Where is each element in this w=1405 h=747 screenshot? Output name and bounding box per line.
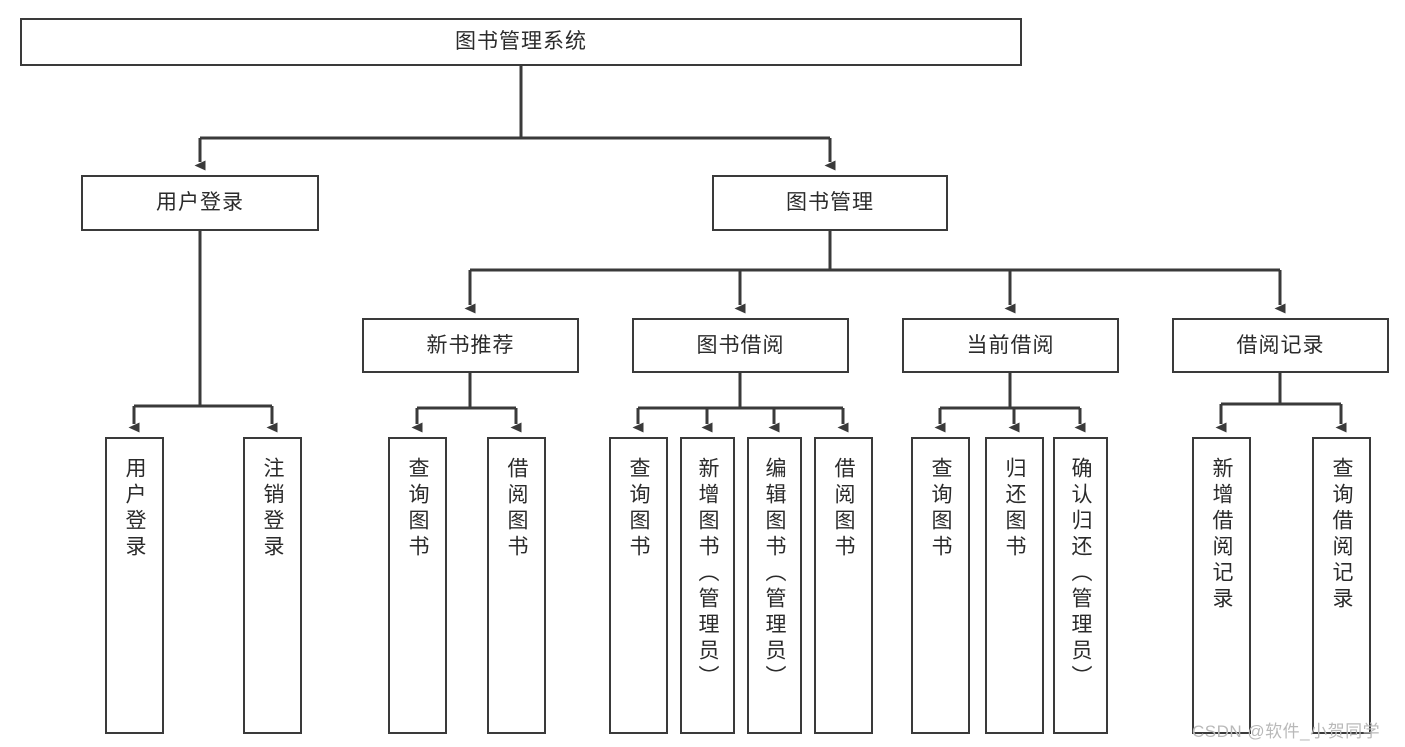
node-label: 确认归还（管理员） [1069, 457, 1092, 691]
node-label: 查询图书 [406, 457, 429, 561]
node-new-book-recommend[interactable]: 新书推荐 [362, 318, 579, 373]
leaf-query-book-current[interactable]: 查询图书 [911, 437, 970, 734]
node-label: 归还图书 [1003, 457, 1026, 561]
node-label: 借阅图书 [832, 457, 855, 561]
leaf-add-borrow-record[interactable]: 新增借阅记录 [1192, 437, 1251, 734]
node-label: 查询图书 [929, 457, 952, 561]
node-label: 用户登录 [156, 191, 244, 215]
node-book-management[interactable]: 图书管理 [712, 175, 948, 231]
node-label: 查询借阅记录 [1330, 457, 1353, 613]
node-borrow-record[interactable]: 借阅记录 [1172, 318, 1389, 373]
node-user-login[interactable]: 用户登录 [81, 175, 319, 231]
node-root-system[interactable]: 图书管理系统 [20, 18, 1022, 66]
node-label: 查询图书 [627, 457, 650, 561]
leaf-query-borrow-record[interactable]: 查询借阅记录 [1312, 437, 1371, 734]
node-label: 编辑图书（管理员） [763, 457, 786, 691]
csdn-watermark: CSDN @软件_小贺同学 [1192, 722, 1381, 741]
leaf-borrow-book[interactable]: 借阅图书 [814, 437, 873, 734]
leaf-borrow-book-newbook[interactable]: 借阅图书 [487, 437, 546, 734]
node-label: 新增图书（管理员） [696, 457, 719, 691]
node-label: 图书管理系统 [455, 30, 587, 54]
node-label: 借阅记录 [1236, 333, 1325, 357]
leaf-query-book-borrow[interactable]: 查询图书 [609, 437, 668, 734]
node-current-borrow[interactable]: 当前借阅 [902, 318, 1119, 373]
node-label: 新书推荐 [426, 333, 515, 357]
leaf-query-book-newbook[interactable]: 查询图书 [388, 437, 447, 734]
leaf-confirm-return-admin[interactable]: 确认归还（管理员） [1053, 437, 1108, 734]
node-label: 新增借阅记录 [1210, 457, 1233, 613]
node-book-borrow[interactable]: 图书借阅 [632, 318, 849, 373]
node-label: 图书管理 [786, 191, 874, 215]
leaf-user-login[interactable]: 用户登录 [105, 437, 164, 734]
leaf-return-book[interactable]: 归还图书 [985, 437, 1044, 734]
leaf-logout[interactable]: 注销登录 [243, 437, 302, 734]
leaf-add-book-admin[interactable]: 新增图书（管理员） [680, 437, 735, 734]
node-label: 当前借阅 [966, 333, 1055, 357]
leaf-edit-book-admin[interactable]: 编辑图书（管理员） [747, 437, 802, 734]
node-label: 图书借阅 [696, 333, 785, 357]
node-label: 借阅图书 [505, 457, 528, 561]
node-label: 注销登录 [261, 457, 284, 561]
node-label: 用户登录 [123, 457, 146, 561]
